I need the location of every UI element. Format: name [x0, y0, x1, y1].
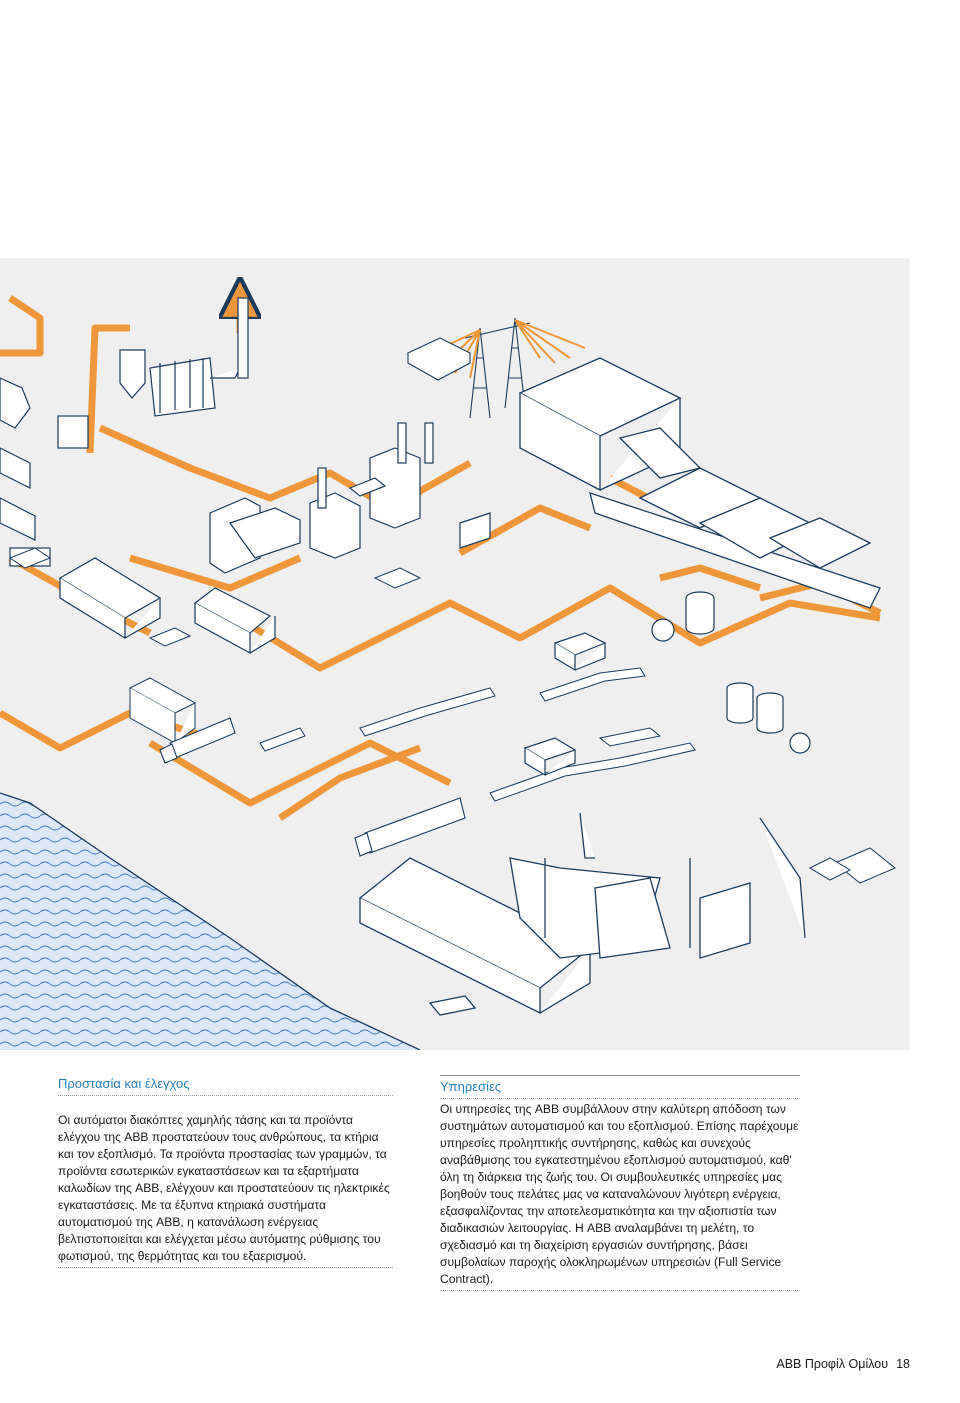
page-footer: ABB Προφίλ Ομίλου 18	[776, 1357, 910, 1371]
sea-water	[0, 793, 420, 1050]
substation-rack	[406, 337, 472, 381]
mid-factory-buildings	[209, 422, 491, 574]
shore-line	[0, 792, 421, 1050]
page-number: 18	[896, 1357, 910, 1371]
industrial-plant-illustration	[0, 258, 910, 1050]
footer-title: ABB Προφίλ Ομίλου	[776, 1357, 889, 1371]
process-flow-arrows	[0, 298, 882, 821]
harbour-area	[358, 812, 806, 1016]
services-body-text: Οι υπηρεσίες της ABB συμβάλλουν στην καλ…	[440, 1101, 800, 1291]
storage-tanks	[523, 591, 811, 777]
warehouses	[58, 557, 276, 655]
conveyor-lines	[259, 667, 696, 802]
paper-machine-hall	[518, 357, 881, 609]
trucks	[159, 717, 466, 857]
protection-and-control-section: Προστασία και έλεγχος Οι αυτόματοι διακό…	[58, 1075, 393, 1268]
services-heading: Υπηρεσίες	[440, 1075, 800, 1099]
silo-and-filter-unit	[57, 297, 249, 449]
protection-body-text: Οι αυτόματοι διακόπτες χαμηλής τάσης και…	[58, 1112, 393, 1268]
services-section: Υπηρεσίες Οι υπηρεσίες της ABB συμβάλλου…	[440, 1075, 800, 1291]
protection-heading: Προστασία και έλεγχος	[58, 1075, 393, 1096]
pallets-and-stacks	[8, 547, 896, 884]
